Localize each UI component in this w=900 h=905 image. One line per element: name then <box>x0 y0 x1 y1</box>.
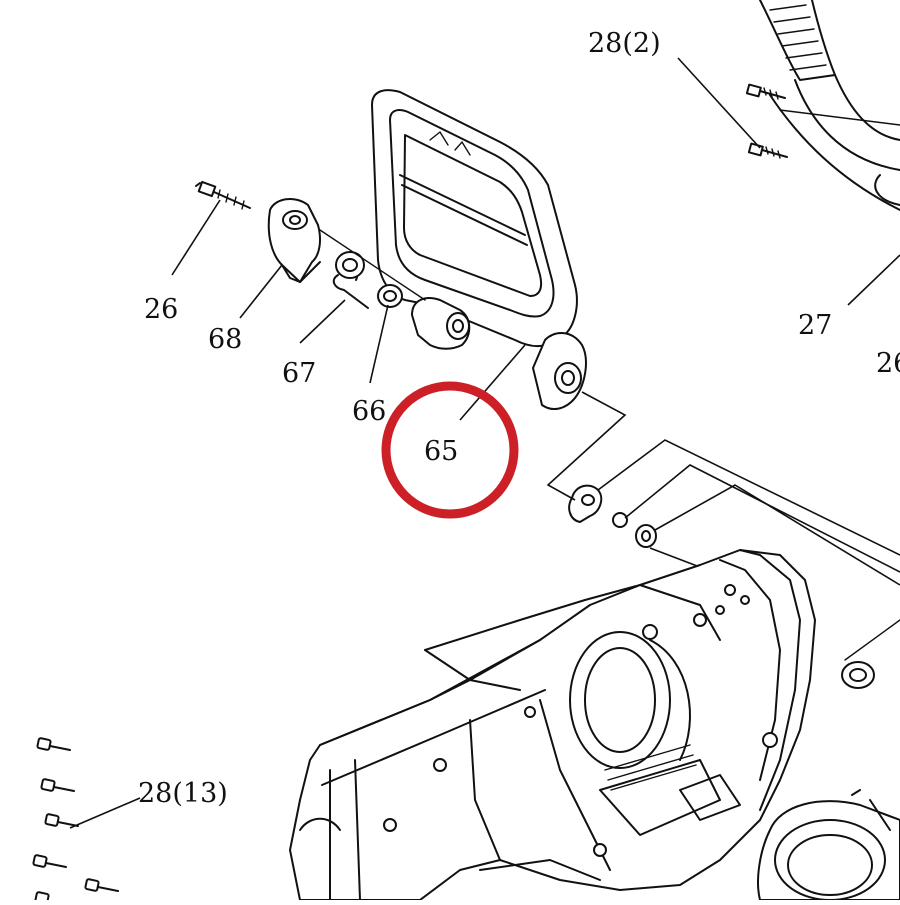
bearing-part-right <box>841 619 900 689</box>
callout-26-left: 26 <box>144 294 178 325</box>
assembly-line-c <box>624 464 900 573</box>
leader-65 <box>459 344 526 421</box>
main-housing <box>289 549 816 901</box>
leader-28-13 <box>69 797 141 829</box>
callout-68: 68 <box>208 324 242 355</box>
assembly-line-a <box>546 391 627 501</box>
callout-26-right: 26 <box>876 348 900 379</box>
callout-28-2: 28(2) <box>588 28 661 59</box>
leader-67 <box>299 299 346 344</box>
knob-part <box>568 484 603 523</box>
screw-28-13-e <box>84 878 119 892</box>
screw-26-left <box>195 180 251 210</box>
screw-28-13-f <box>34 891 50 905</box>
clamp-part-68 <box>267 198 321 283</box>
bushing-part-66 <box>377 284 403 308</box>
collar-part-right <box>757 789 900 901</box>
screw-28-13-b <box>40 778 75 792</box>
screw-28-13-a <box>36 737 71 751</box>
washer-small <box>612 512 628 528</box>
screw-28-13-c <box>44 813 79 827</box>
spring-part-67 <box>335 251 365 279</box>
callout-28-13: 28(13) <box>138 778 228 809</box>
callout-67: 67 <box>282 358 316 389</box>
loop-handle-part-65 <box>371 89 587 411</box>
assembly-line-b <box>597 439 900 556</box>
washer-large <box>635 524 657 548</box>
assembly-line-d <box>654 484 900 586</box>
highlight-ring <box>381 381 519 519</box>
leader-68 <box>239 264 283 319</box>
screw-28-2-upper <box>745 83 786 100</box>
leader-28-2 <box>677 57 761 149</box>
assembly-axis-line <box>319 229 426 301</box>
screw-set-28-13 <box>32 737 119 905</box>
callout-65: 65 <box>424 436 458 467</box>
leader-26-left <box>171 199 221 276</box>
leader-27 <box>847 254 900 306</box>
callout-27: 27 <box>798 310 832 341</box>
screw-28-2-lower <box>747 142 788 159</box>
rear-handle-part <box>759 0 900 211</box>
leader-66 <box>369 304 389 384</box>
callout-66: 66 <box>352 396 386 427</box>
screw-28-13-d <box>32 854 67 868</box>
